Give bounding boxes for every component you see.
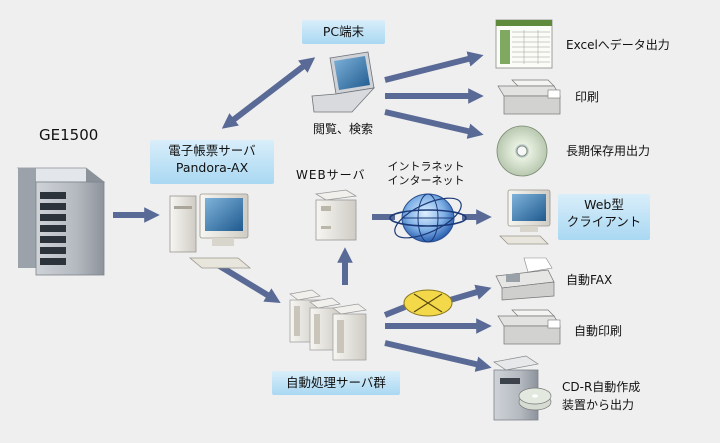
pandora-label-line1: 電子帳票サーバ xyxy=(168,143,256,158)
auto-printer-icon xyxy=(497,309,561,345)
output-archive-label: 長期保存用出力 xyxy=(566,144,651,158)
arrow-pc-to-archive xyxy=(384,109,484,139)
arrow-auto-to-cdr xyxy=(384,340,492,372)
cdr-device-icon xyxy=(493,355,552,421)
ge1500-server-icon xyxy=(16,167,106,276)
pandora-desktop-icon xyxy=(169,193,252,269)
auto-server-group-icon xyxy=(289,289,367,361)
pc-terminal-label: PC端末 xyxy=(322,24,365,39)
fax-machine-icon xyxy=(495,257,555,301)
auto-servers-label-box: 自動処理サーバ群 xyxy=(272,371,400,395)
auto-servers-label: 自動処理サーバ群 xyxy=(286,375,386,390)
pc-terminal-caption: 閲覧、検索 xyxy=(313,122,374,136)
fax-junction-icon xyxy=(403,289,453,317)
output-cdr-label: CD-R自動作成 装置から出力 xyxy=(562,378,640,414)
web-client-label-line1: Web型 xyxy=(584,197,624,212)
internet-globe-icon xyxy=(389,193,467,243)
server-label: GE1500 xyxy=(39,126,99,144)
web-client-label-line2: クライアント xyxy=(566,214,642,229)
arrow-pc-to-excel xyxy=(384,51,484,83)
output-auto-print-label: 自動印刷 xyxy=(574,324,623,338)
pc-laptop-icon xyxy=(311,51,376,113)
output-auto-fax-label: 自動FAX xyxy=(566,273,613,287)
pandora-label-box: 電子帳票サーバ Pandora-AX xyxy=(150,140,274,184)
network-label-line2: インターネット xyxy=(387,174,465,187)
output-print-label: 印刷 xyxy=(575,90,600,104)
arrow-auto-to-xnode xyxy=(383,304,407,318)
printer-icon xyxy=(497,79,561,115)
arrow-xnode-to-fax xyxy=(449,284,492,303)
network-label: イントラネット インターネット xyxy=(386,160,466,188)
web-server-icon xyxy=(314,189,358,241)
network-label-line1: イントラネット xyxy=(387,160,465,173)
web-client-pc-icon xyxy=(499,189,551,245)
output-cdr-label-line1: CD-R自動作成 xyxy=(562,380,641,394)
web-server-label: WEBサーバ xyxy=(296,168,366,182)
arrow-pandora-to-pc xyxy=(221,57,316,129)
output-cdr-label-line2: 装置から出力 xyxy=(562,398,635,412)
web-client-label-box: Web型 クライアント xyxy=(558,194,650,240)
output-excel-label: Excelへデータ出力 xyxy=(566,38,670,52)
pandora-label-line2: Pandora-AX xyxy=(175,160,249,175)
pc-terminal-label-box: PC端末 xyxy=(302,20,385,44)
cd-disc-icon xyxy=(496,125,548,177)
excel-sheet-icon xyxy=(495,19,553,69)
